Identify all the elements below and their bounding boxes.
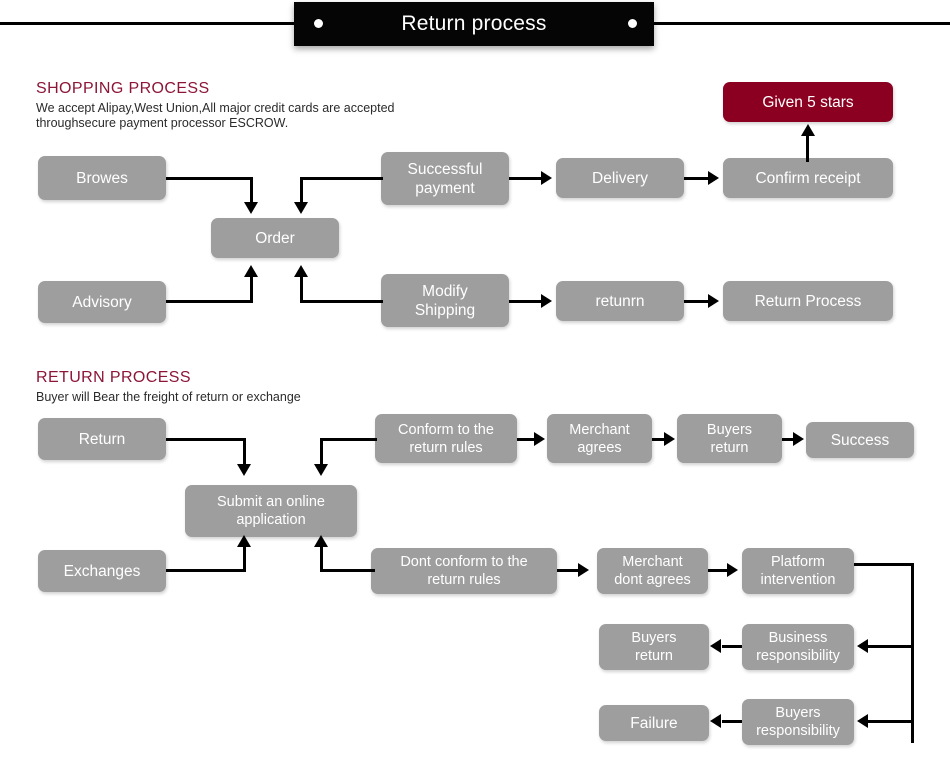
- connector-advisory-order-v: [250, 275, 253, 303]
- arrowhead-business-buyersreturn: [710, 639, 721, 653]
- connector-modify-order-v: [300, 275, 303, 303]
- arrowhead-dontconform-merchantdont: [578, 563, 589, 577]
- arrowhead-modify-returnn: [541, 294, 552, 308]
- arrowhead-advisory-order: [244, 265, 258, 277]
- connector-advisory-order-h: [166, 300, 253, 303]
- banner-rule-left: [0, 22, 296, 25]
- node-buyers-responsibility[interactable]: Buyers responsibility: [742, 699, 854, 745]
- arrowhead-merchantdont-platform: [727, 563, 738, 577]
- shopping-process-subtitle: We accept Alipay,West Union,All major cr…: [36, 101, 395, 130]
- connector-exchanges-submit-v: [243, 545, 246, 572]
- connector-browes-order-h: [166, 177, 253, 180]
- connector-bus-buyersresp-h: [868, 720, 914, 723]
- connector-delivery-confirm: [684, 177, 709, 180]
- connector-business-buyersreturn-h: [722, 645, 742, 648]
- node-confirm-receipt[interactable]: Confirm receipt: [723, 158, 893, 198]
- connector-merchantdont-platform: [708, 569, 728, 572]
- arrowhead-bus-buyersresp: [857, 714, 868, 728]
- banner-rule-right: [652, 22, 950, 25]
- node-conform-rules[interactable]: Conform to the return rules: [375, 414, 517, 463]
- banner-dot-left-icon: [314, 19, 323, 28]
- connector-modify-order-h: [300, 300, 383, 303]
- node-success[interactable]: Success: [806, 422, 914, 458]
- connector-browes-order-v: [250, 177, 253, 204]
- connector-conform-merchant: [517, 438, 535, 441]
- connector-confirm-stars: [806, 134, 809, 162]
- node-submit-application[interactable]: Submit an online application: [185, 485, 357, 537]
- node-buyers-return-top[interactable]: Buyers return: [677, 414, 782, 463]
- arrowhead-delivery-confirm: [708, 171, 719, 185]
- node-modify-shipping[interactable]: Modify Shipping: [381, 274, 509, 327]
- arrowhead-returnn-returnprocess: [708, 294, 719, 308]
- shopping-process-heading: SHOPPING PROCESS: [36, 80, 210, 97]
- node-exchanges[interactable]: Exchanges: [38, 550, 166, 592]
- connector-buyersreturn-success: [782, 438, 795, 441]
- connector-dontconform-merchantdont: [557, 569, 579, 572]
- connector-modify-returnn: [509, 300, 542, 303]
- node-returnn[interactable]: retunrn: [556, 281, 684, 321]
- banner-dot-right-icon: [628, 19, 637, 28]
- node-advisory[interactable]: Advisory: [38, 281, 166, 323]
- arrowhead-payment-delivery: [541, 171, 552, 185]
- node-merchant-agrees[interactable]: Merchant agrees: [547, 414, 652, 463]
- node-failure[interactable]: Failure: [599, 705, 709, 741]
- node-buyers-return-mid[interactable]: Buyers return: [599, 624, 709, 670]
- return-process-subtitle: Buyer will Bear the freight of return or…: [36, 390, 301, 404]
- connector-payment-order-h: [300, 177, 383, 180]
- node-browes[interactable]: Browes: [38, 156, 166, 200]
- arrowhead-modify-order: [294, 265, 308, 277]
- arrowhead-buyersreturn-success: [793, 432, 804, 446]
- connector-return-submit-h: [166, 438, 246, 441]
- arrowhead-exchanges-submit: [237, 535, 251, 547]
- node-given-5-stars[interactable]: Given 5 stars: [723, 82, 893, 122]
- node-business-responsibility[interactable]: Business responsibility: [742, 624, 854, 670]
- return-process-heading: RETURN PROCESS: [36, 369, 191, 386]
- connector-payment-delivery: [509, 177, 542, 180]
- connector-buyersresp-failure-h: [722, 720, 742, 723]
- node-return[interactable]: Return: [38, 418, 166, 460]
- connector-bus-business-h: [868, 645, 914, 648]
- arrowhead-conform-merchant: [534, 432, 545, 446]
- connector-merchant-buyersreturn: [652, 438, 666, 441]
- connector-platform-bus-v: [911, 563, 914, 743]
- connector-dontconform-submit-h: [320, 569, 375, 572]
- node-order[interactable]: Order: [211, 218, 339, 258]
- connector-platform-bus-h: [854, 563, 914, 566]
- arrowhead-return-submit: [237, 464, 251, 476]
- connector-dontconform-submit-v: [320, 545, 323, 572]
- arrowhead-browes-order: [244, 202, 258, 214]
- arrowhead-confirm-stars: [801, 124, 815, 136]
- node-merchant-dont-agrees[interactable]: Merchant dont agrees: [597, 548, 708, 594]
- page-title: Return process: [401, 12, 547, 35]
- connector-exchanges-submit-h: [166, 569, 246, 572]
- page-banner: Return process: [294, 2, 654, 46]
- node-return-process[interactable]: Return Process: [723, 281, 893, 321]
- arrowhead-bus-business: [857, 639, 868, 653]
- arrowhead-merchant-buyersreturn: [664, 432, 675, 446]
- arrowhead-payment-order: [294, 202, 308, 214]
- connector-conform-submit-v: [320, 438, 323, 466]
- arrowhead-conform-submit: [314, 464, 328, 476]
- node-delivery[interactable]: Delivery: [556, 158, 684, 198]
- connector-conform-submit-h: [320, 438, 377, 441]
- arrowhead-dontconform-submit: [314, 535, 328, 547]
- connector-payment-order-v: [300, 177, 303, 204]
- node-dont-conform-rules[interactable]: Dont conform to the return rules: [371, 548, 557, 594]
- connector-return-submit-v: [243, 438, 246, 466]
- connector-returnn-returnprocess: [684, 300, 709, 303]
- arrowhead-buyersresp-failure: [710, 714, 721, 728]
- node-platform-intervention[interactable]: Platform intervention: [742, 548, 854, 594]
- node-successful-payment[interactable]: Successful payment: [381, 152, 509, 205]
